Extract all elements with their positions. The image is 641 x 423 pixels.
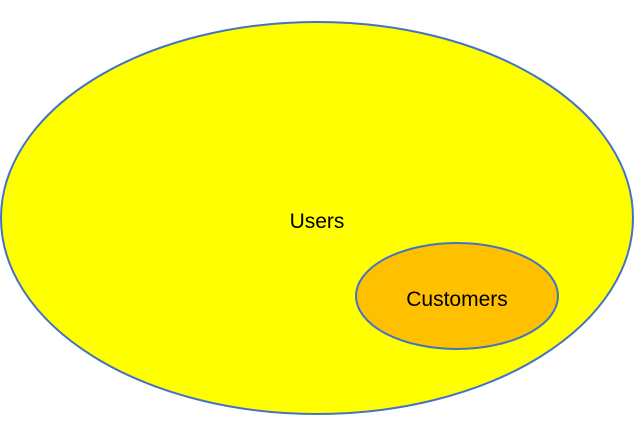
users-label: Users: [290, 210, 345, 233]
customers-label: Customers: [406, 288, 508, 311]
customers-ellipse: [355, 242, 559, 350]
